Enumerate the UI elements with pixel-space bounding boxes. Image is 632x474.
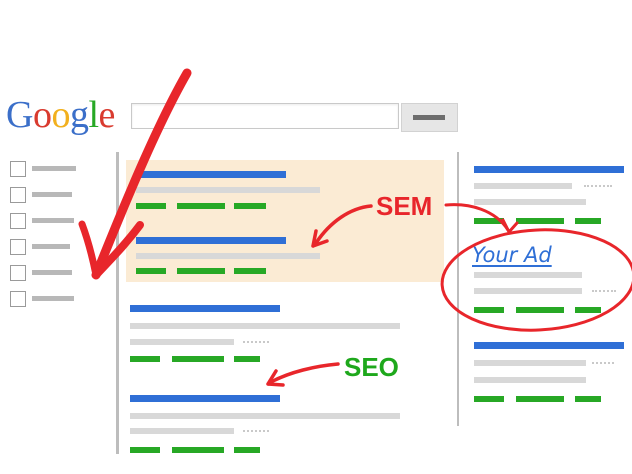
snippet-dots <box>243 430 269 436</box>
filter-item[interactable] <box>10 212 90 230</box>
snippet-dots <box>592 362 614 368</box>
seo-label: SEO <box>344 352 399 382</box>
filter-checkbox[interactable] <box>10 161 26 177</box>
paid-result-snippet <box>136 253 320 259</box>
filter-label-placeholder <box>32 192 72 197</box>
organic-result-url <box>172 356 224 362</box>
paid-result-url <box>177 203 225 209</box>
paid-result-url <box>136 203 166 209</box>
side-ad-url <box>575 307 601 313</box>
organic-result-url <box>234 356 260 362</box>
filter-label-placeholder <box>32 296 74 301</box>
organic-result-url <box>130 356 160 362</box>
filter-label-placeholder <box>32 270 72 275</box>
side-ad-url <box>516 307 564 313</box>
organic-result-title[interactable] <box>130 305 280 312</box>
logo-letter: e <box>98 94 116 136</box>
filter-sidebar <box>10 160 90 316</box>
side-ad-snippet <box>474 360 586 366</box>
paid-result-url <box>136 268 166 274</box>
paid-results-highlight <box>126 160 444 282</box>
side-ad-url <box>474 307 504 313</box>
filter-label-placeholder <box>32 218 74 223</box>
side-ad-snippet <box>474 288 582 294</box>
side-ad-url <box>575 396 601 402</box>
side-ad-title[interactable] <box>474 342 624 349</box>
logo-letter: G <box>6 94 33 136</box>
filter-checkbox[interactable] <box>10 265 26 281</box>
organic-result-snippet <box>130 413 400 419</box>
filter-item[interactable] <box>10 264 90 282</box>
side-ad-title[interactable] <box>474 166 624 173</box>
side-ad-url <box>575 218 601 224</box>
google-logo[interactable]: Google <box>6 93 115 137</box>
organic-result-url <box>172 447 224 453</box>
filter-label-placeholder <box>32 244 70 249</box>
side-ad-url <box>516 396 564 402</box>
side-ad-url <box>474 218 504 224</box>
filter-label-placeholder <box>32 166 76 171</box>
filter-item[interactable] <box>10 186 90 204</box>
paid-result-url <box>234 203 266 209</box>
organic-result-title[interactable] <box>130 395 280 402</box>
organic-result-url <box>234 447 260 453</box>
side-ad-url <box>516 218 564 224</box>
snippet-dots <box>592 290 616 296</box>
ads-column-divider <box>457 152 459 426</box>
side-ad-snippet <box>474 377 586 383</box>
side-ad-snippet <box>474 183 572 189</box>
logo-letter: o <box>51 94 70 136</box>
logo-letter: o <box>32 94 52 136</box>
filter-checkbox[interactable] <box>10 291 26 307</box>
search-input[interactable] <box>131 103 399 129</box>
organic-result-snippet <box>130 339 234 345</box>
filter-checkbox[interactable] <box>10 213 26 229</box>
logo-letter: l <box>88 94 99 136</box>
snippet-dots <box>243 341 269 347</box>
paid-result-url <box>234 268 266 274</box>
your-ad-link[interactable]: Your Ad <box>472 243 552 267</box>
paid-result-snippet <box>136 187 320 193</box>
side-ad-snippet <box>474 272 582 278</box>
paid-result-url <box>177 268 225 274</box>
curved-arrow-icon <box>266 362 340 387</box>
filter-item[interactable] <box>10 238 90 256</box>
organic-result-url <box>130 447 160 453</box>
logo-letter: g <box>69 94 89 136</box>
side-ad-snippet <box>474 199 586 205</box>
organic-result-snippet <box>130 428 234 434</box>
filter-checkbox[interactable] <box>10 187 26 203</box>
sem-label: SEM <box>376 191 433 221</box>
snippet-dots <box>584 185 612 191</box>
paid-result-title[interactable] <box>136 237 286 244</box>
paid-result-title[interactable] <box>136 171 286 178</box>
filter-checkbox[interactable] <box>10 239 26 255</box>
filter-item[interactable] <box>10 160 90 178</box>
search-button[interactable] <box>401 103 458 132</box>
results-column-border <box>116 152 119 454</box>
filter-item[interactable] <box>10 290 90 308</box>
side-ad-url <box>474 396 504 402</box>
organic-result-snippet <box>130 323 400 329</box>
